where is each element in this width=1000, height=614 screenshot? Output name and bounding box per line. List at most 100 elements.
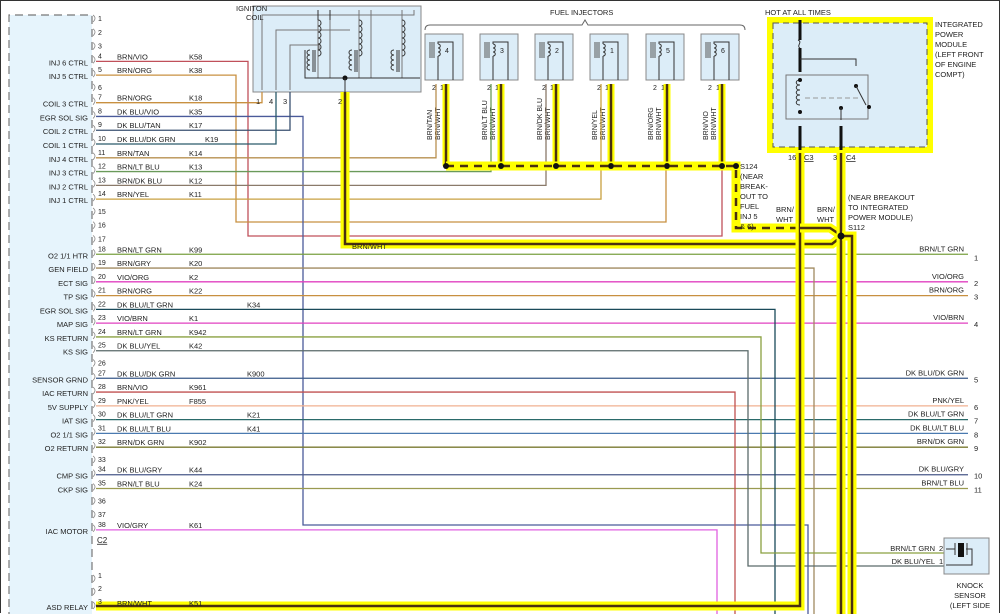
right-wire-color-label: BRN/ORG	[929, 286, 964, 295]
injector-number: 4	[445, 48, 449, 55]
injector-wire-label: BRN/WHT	[545, 107, 552, 140]
ipm-label: (LEFT FRONT	[935, 50, 984, 59]
wires-group	[96, 60, 968, 614]
splice-s124-label: OUT TO	[740, 192, 768, 201]
injector-pin: 2	[597, 85, 601, 92]
injector-wire-label: BRN/WHT	[656, 107, 663, 140]
pin-function-label: O2 1/1 HTR	[48, 251, 89, 260]
pin-number: 7	[98, 95, 102, 102]
wire-gen-field	[96, 267, 815, 614]
wire-inj3	[96, 84, 492, 173]
pin-glyph	[92, 601, 96, 610]
pin-glyph	[92, 235, 96, 243]
pin-number: 2	[98, 30, 102, 37]
circuit-id-label: K12	[189, 176, 202, 185]
injector-wire-label: BRN/ORG	[648, 107, 655, 140]
knock-sensor-label: SENSOR	[954, 591, 986, 600]
right-pin-number: 7	[974, 417, 978, 426]
injector-number: 6	[721, 48, 725, 55]
pin-number: 9	[98, 122, 102, 129]
c3-label: C3	[804, 153, 814, 162]
injector-pin: 1	[495, 85, 499, 92]
wire-color-label: BRN/DK BLU	[117, 176, 162, 185]
splice-s112-label: (NEAR BREAKOUT	[848, 193, 915, 202]
injector-number: 1	[610, 48, 614, 55]
splice-s124-label: BREAK-	[740, 182, 768, 191]
pin-glyph	[92, 359, 96, 367]
splice-dot	[664, 163, 670, 169]
pin-number: 3	[98, 599, 102, 606]
circuit-id-label: F855	[189, 397, 206, 406]
connector-label-c2: C2	[97, 536, 108, 545]
pin-number: 28	[98, 384, 106, 391]
pin-glyph	[92, 524, 96, 533]
pin-function-label: INJ 5 CTRL	[49, 72, 88, 81]
right-pin-number: 2	[974, 279, 978, 288]
wire-coil3	[96, 92, 263, 104]
circuit-id-label: K99	[189, 245, 202, 254]
pin-glyph	[92, 331, 96, 340]
pin-glyph	[92, 221, 96, 229]
circuit-id-label: K19	[205, 135, 218, 144]
pin-function-label: GEN FIELD	[48, 265, 88, 274]
wire-color-label: BRN/LT GRN	[117, 245, 162, 254]
wire-color-label: BRN/LT BLU	[117, 480, 160, 489]
pin-function-label: KS RETURN	[45, 334, 88, 343]
pin-number: 33	[98, 457, 106, 464]
pin-function-label: INJ 3 CTRL	[49, 169, 88, 178]
knock-sensor-label: KNOCK	[957, 581, 984, 590]
pin-function-label: SENSOR GRND	[32, 375, 88, 384]
injector-number: 5	[666, 48, 670, 55]
pin-number: 1	[98, 16, 102, 23]
bus-asd-relay	[96, 150, 802, 608]
pin-number: 3	[98, 44, 102, 51]
injector-pin: 2	[487, 85, 491, 92]
pin-glyph	[92, 28, 96, 37]
circuit-id-label: K13	[189, 163, 202, 172]
pin-function-label: CMP SIG	[56, 472, 88, 481]
circuit-id-label: K35	[189, 107, 202, 116]
pin-number: 11	[98, 150, 105, 157]
c3-pin: 16	[788, 153, 796, 162]
pin-glyph	[92, 83, 96, 92]
injector-pin: 1	[716, 85, 720, 92]
right-pin-number: 5	[974, 375, 978, 384]
circuit-id-label: K41	[247, 424, 260, 433]
pin-glyph	[92, 97, 96, 105]
pin-function-label: INJ 1 CTRL	[49, 196, 88, 205]
pin-number: 1	[98, 573, 102, 580]
coil-pin-number: 3	[283, 97, 287, 106]
pin-number: 21	[98, 288, 106, 295]
injector-wire-label: BRN/WHT	[711, 107, 718, 140]
pin-glyph	[92, 304, 96, 312]
pin-number: 12	[98, 164, 106, 171]
asd-bus-group	[96, 84, 857, 614]
pin-glyph	[92, 124, 96, 133]
pin-glyph	[92, 496, 96, 505]
knock-pin: 2	[939, 544, 943, 553]
pin-function-label: COIL 3 CTRL	[43, 100, 88, 109]
splice-dot	[719, 163, 725, 169]
wire-egr-sol	[96, 308, 776, 614]
pin-function-label: INJ 6 CTRL	[49, 58, 88, 67]
wire-iac-motor	[96, 529, 718, 614]
injector-number: 3	[500, 48, 504, 55]
pin-glyph	[92, 510, 96, 519]
wire-color-label: BRN/VIO	[117, 52, 148, 61]
ipm-label: POWER	[935, 30, 964, 39]
wire-color-label: BRN/LT GRN	[117, 328, 162, 337]
wire-color-label: BRN/ORG	[117, 287, 152, 296]
pin-glyph	[92, 276, 96, 285]
knock-sensor-label: (LEFT SIDE	[950, 601, 990, 610]
pin-number: 20	[98, 274, 106, 281]
circuit-id-label: K22	[189, 287, 202, 296]
pin-number: 26	[98, 361, 106, 368]
wire-coil2	[96, 92, 291, 131]
right-wire-color-label: DK BLU/GRY	[919, 465, 964, 474]
wire-color-label: DK BLU/TAN	[117, 121, 161, 130]
pin-function-label: O2 RETURN	[45, 444, 88, 453]
injector-pin: 1	[550, 85, 554, 92]
